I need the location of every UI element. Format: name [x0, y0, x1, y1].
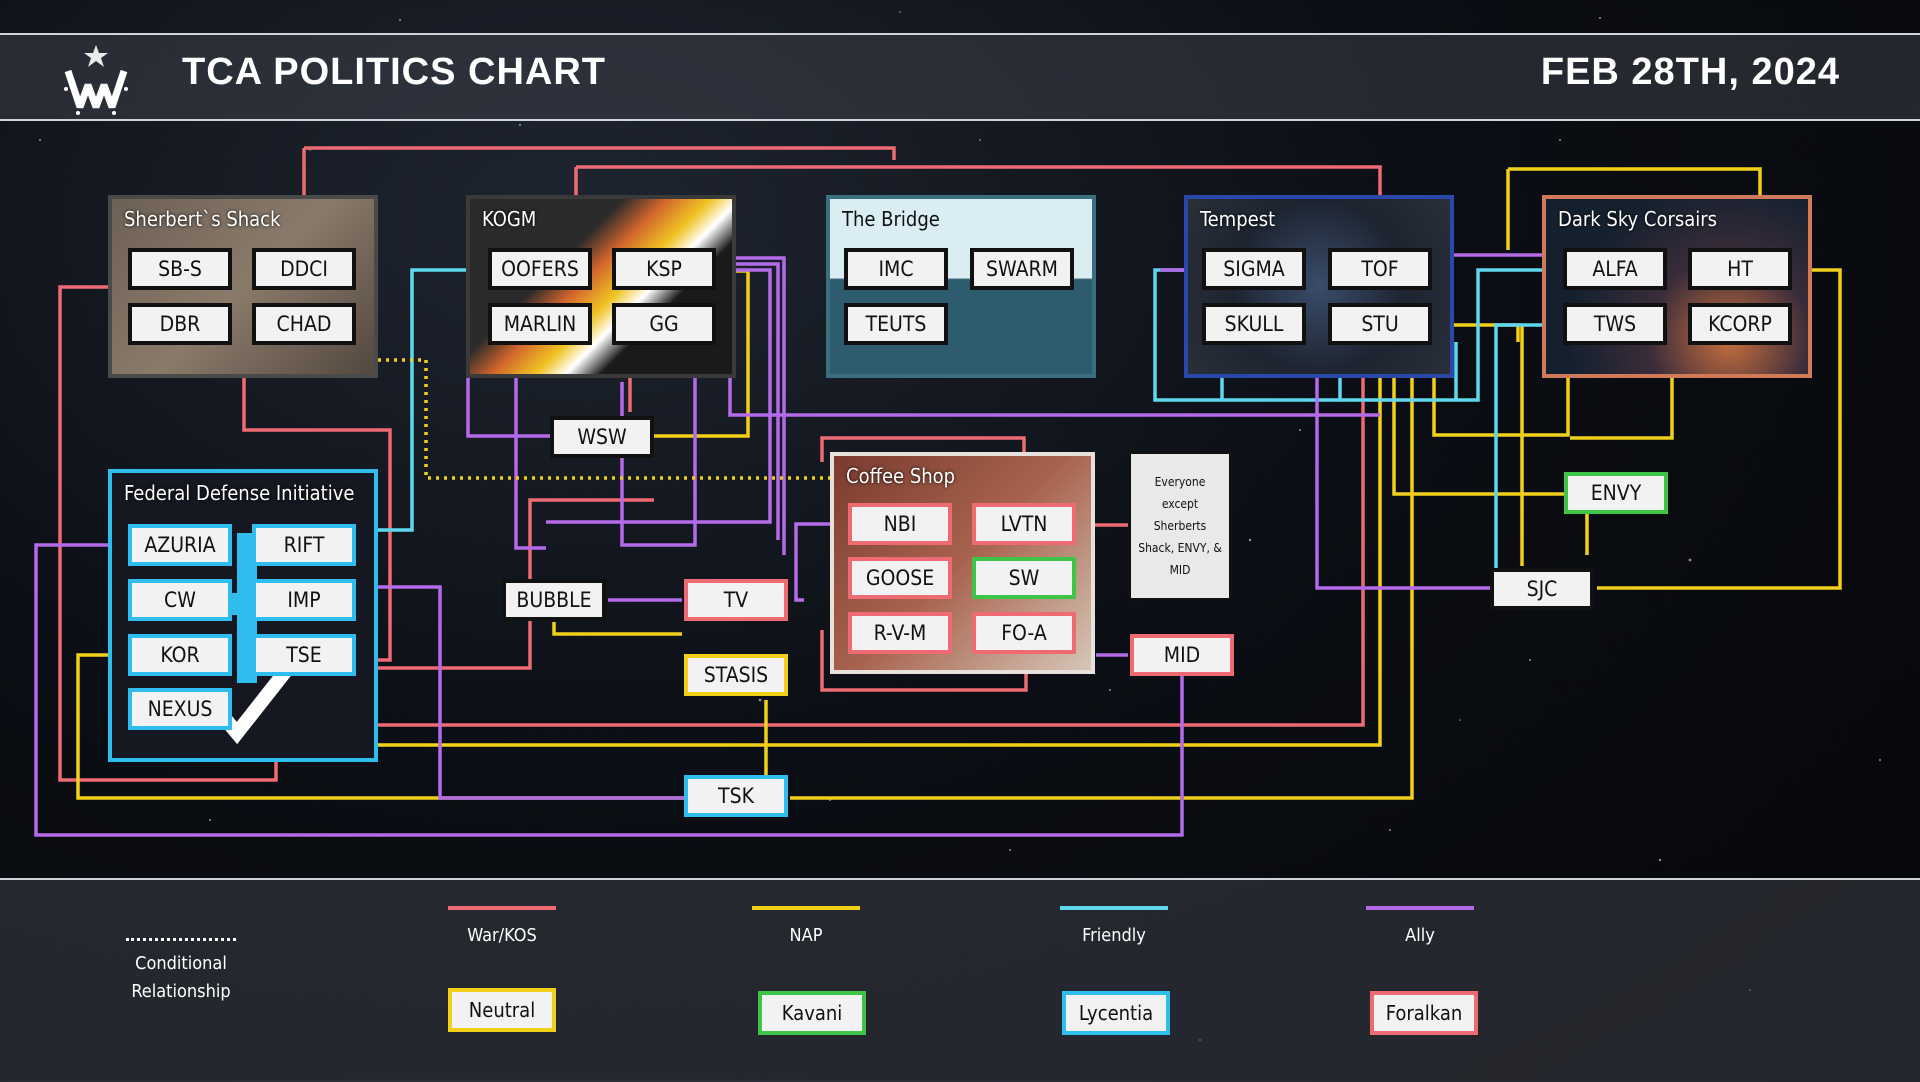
- legend-war-line: [448, 906, 556, 910]
- node-tws[interactable]: TWS: [1563, 303, 1667, 345]
- node-marlin[interactable]: MARLIN: [488, 303, 592, 345]
- legend-panel: [0, 878, 1920, 1082]
- node-ksp[interactable]: KSP: [612, 248, 716, 290]
- node-teuts[interactable]: TEUTS: [844, 303, 948, 345]
- node-tse[interactable]: TSE: [252, 634, 356, 676]
- legend-lycentia-box: Lycentia: [1062, 991, 1170, 1035]
- node-alfa[interactable]: ALFA: [1563, 248, 1667, 290]
- legend-friendly-line: [1060, 906, 1168, 910]
- node-foa[interactable]: FO-A: [972, 612, 1076, 654]
- page-title: TCA POLITICS CHART: [182, 51, 607, 93]
- node-imc[interactable]: IMC: [844, 248, 948, 290]
- node-ht[interactable]: HT: [1688, 248, 1792, 290]
- group-title: Tempest: [1200, 207, 1276, 231]
- node-sjc[interactable]: SJC: [1490, 568, 1594, 610]
- node-sbs[interactable]: SB-S: [128, 248, 232, 290]
- node-chad[interactable]: CHAD: [252, 303, 356, 345]
- legend-nap-line: [752, 906, 860, 910]
- node-mid[interactable]: MID: [1130, 634, 1234, 676]
- legend-conditional-line: [126, 938, 236, 941]
- node-azuria[interactable]: AZURIA: [128, 524, 232, 566]
- node-nexus[interactable]: NEXUS: [128, 688, 232, 730]
- node-rvm[interactable]: R-V-M: [848, 612, 952, 654]
- node-imp[interactable]: IMP: [252, 579, 356, 621]
- tca-logo-icon: [64, 45, 128, 115]
- node-stu[interactable]: STU: [1328, 303, 1432, 345]
- node-tv[interactable]: TV: [684, 579, 788, 621]
- node-bubble[interactable]: BUBBLE: [502, 579, 606, 621]
- node-envy[interactable]: ENVY: [1564, 472, 1668, 514]
- node-ddci[interactable]: DDCI: [252, 248, 356, 290]
- node-dbr[interactable]: DBR: [128, 303, 232, 345]
- legend-ally-label: Ally: [1405, 925, 1435, 946]
- node-kcorp[interactable]: KCORP: [1688, 303, 1792, 345]
- node-tsk[interactable]: TSK: [684, 775, 788, 817]
- legend-friendly-label: Friendly: [1082, 925, 1146, 946]
- header-bar: TCA POLITICS CHART FEB 28TH, 2024: [0, 33, 1920, 121]
- node-cw[interactable]: CW: [128, 579, 232, 621]
- legend-ally-line: [1366, 906, 1474, 910]
- node-skull[interactable]: SKULL: [1202, 303, 1306, 345]
- node-goose[interactable]: GOOSE: [848, 557, 952, 599]
- node-oofers[interactable]: OOFERS: [488, 248, 592, 290]
- legend-kavani-box: Kavani: [758, 991, 866, 1035]
- conditional-lines: [378, 358, 832, 480]
- legend-neutral-box: Neutral: [448, 988, 556, 1032]
- group-title: Coffee Shop: [846, 464, 956, 488]
- legend-war-label: War/KOS: [467, 925, 537, 946]
- node-wsw[interactable]: WSW: [550, 416, 654, 458]
- node-nbi[interactable]: NBI: [848, 503, 952, 545]
- node-rift[interactable]: RIFT: [252, 524, 356, 566]
- chart-date: FEB 28TH, 2024: [1540, 51, 1840, 93]
- node-swarm[interactable]: SWARM: [970, 248, 1074, 290]
- node-sw[interactable]: SW: [972, 557, 1076, 599]
- group-title: The Bridge: [842, 207, 940, 231]
- node-lvtn[interactable]: LVTN: [972, 503, 1076, 545]
- group-title: Federal Defense Initiative: [124, 481, 355, 505]
- group-title: KOGM: [482, 207, 537, 231]
- node-tof[interactable]: TOF: [1328, 248, 1432, 290]
- exception-note: Everyone except Sherberts Shack, ENVY, &…: [1128, 451, 1232, 601]
- node-kor[interactable]: KOR: [128, 634, 232, 676]
- group-title: Sherbert`s Shack: [124, 207, 281, 231]
- node-sigma[interactable]: SIGMA: [1202, 248, 1306, 290]
- node-gg[interactable]: GG: [612, 303, 716, 345]
- legend-conditional-label: Conditional Relationship: [131, 953, 231, 1002]
- node-stasis[interactable]: STASIS: [684, 654, 788, 696]
- group-title: Dark Sky Corsairs: [1558, 207, 1718, 231]
- legend-nap-label: NAP: [789, 925, 823, 946]
- legend-foralkan-box: Foralkan: [1370, 991, 1478, 1035]
